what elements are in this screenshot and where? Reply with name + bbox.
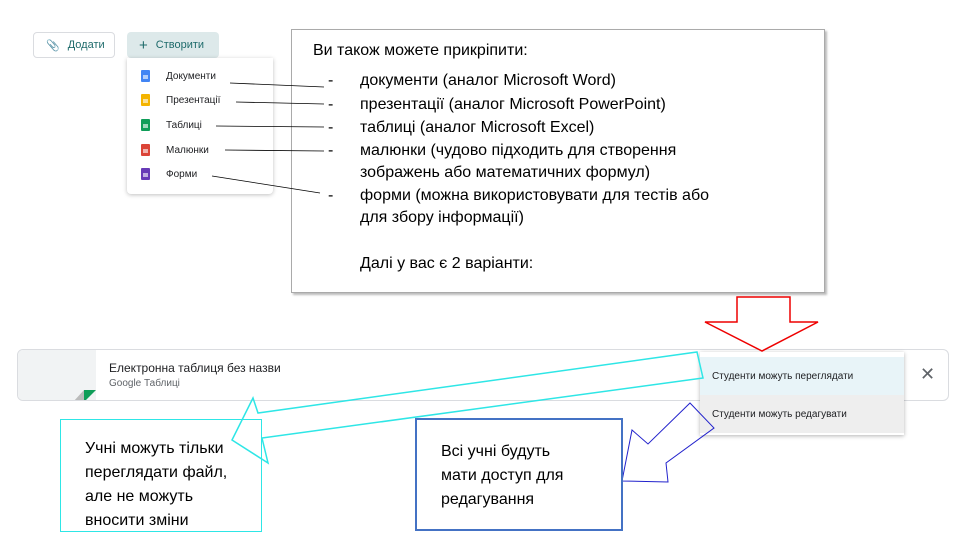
attachment-subtitle: Google Таблиці [109, 378, 180, 389]
add-button[interactable]: 📎Додати [33, 32, 115, 58]
create-menu: Документи Презентації Таблиці Малюнки Фо… [127, 58, 273, 194]
menu-item-sheets[interactable]: Таблиці [141, 119, 202, 131]
forms-icon [141, 168, 150, 180]
connector-lines [211, 82, 325, 194]
menu-item-docs[interactable]: Документи [141, 70, 216, 82]
create-button[interactable]: +Створити [127, 32, 219, 58]
down-arrow [704, 296, 819, 352]
share-dropdown: Студенти можуть переглядати Студенти мож… [700, 352, 904, 435]
cyan-arrow [231, 351, 704, 465]
slides-icon [141, 94, 150, 106]
close-icon[interactable]: ✕ [920, 364, 936, 384]
info-callout: Ви також можете прикріпити: -документи (… [291, 29, 825, 293]
drawings-icon [141, 144, 150, 156]
file-thumbnail [18, 350, 96, 400]
menu-item-forms[interactable]: Форми [141, 168, 197, 180]
option-can-edit[interactable]: Студенти можуть редагувати [700, 395, 904, 433]
sheets-icon [141, 119, 150, 131]
attachment-card[interactable]: Електронна таблиця без назви Google Табл… [17, 349, 949, 401]
attachment-title: Електронна таблиця без назви [109, 361, 281, 375]
menu-item-slides[interactable]: Презентації [141, 94, 220, 106]
option-can-view[interactable]: Студенти можуть переглядати [700, 357, 904, 395]
docs-icon [141, 70, 150, 82]
menu-item-drawings[interactable]: Малюнки [141, 144, 209, 156]
plus-icon: + [139, 36, 148, 54]
blue-arrow [621, 402, 715, 483]
paperclip-icon: 📎 [46, 39, 60, 52]
